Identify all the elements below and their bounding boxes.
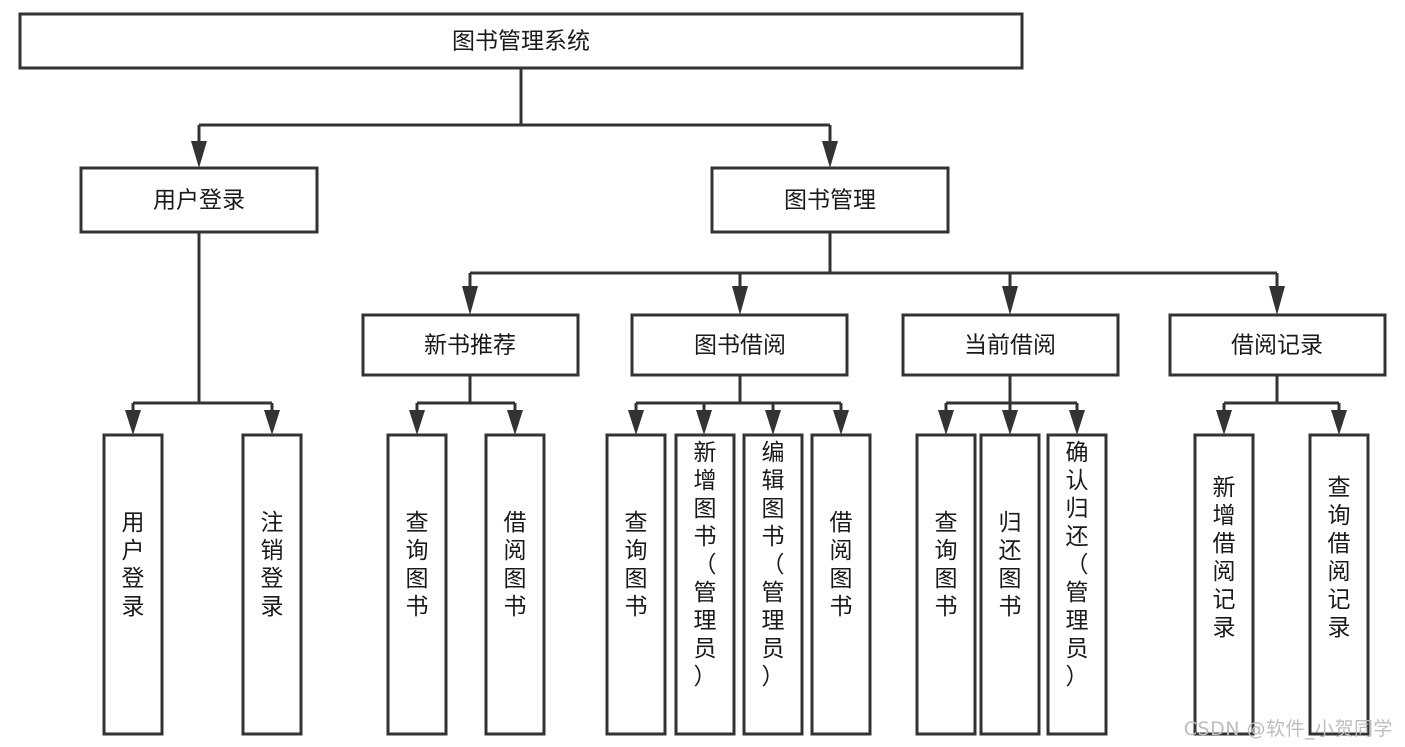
csdn-watermark: CSDN @软件_小贺同学 xyxy=(1183,718,1393,740)
node-leaf-add-record-box[interactable] xyxy=(1193,433,1255,736)
arrow-head-leaf-borrow-book-1 xyxy=(507,410,523,435)
node-book-borrow-box[interactable] xyxy=(630,313,849,377)
arrow-head-leaf-query-book-3 xyxy=(938,410,954,435)
node-leaf-query-book-3[interactable]: 查询图书 xyxy=(915,433,977,736)
node-leaf-add-book[interactable]: 新增图书（管理员） xyxy=(674,433,736,736)
node-book-manage-box[interactable] xyxy=(710,166,950,234)
node-book-manage-label: 图书管理 xyxy=(784,188,876,214)
arrow-head-user-login xyxy=(191,141,207,168)
node-leaf-query-record[interactable]: 查询借阅记录 xyxy=(1308,433,1370,736)
node-leaf-user-login-box[interactable] xyxy=(102,433,164,736)
node-leaf-return-book-box[interactable] xyxy=(979,433,1041,736)
node-current-borrow-box[interactable] xyxy=(901,313,1120,377)
node-leaf-confirm-return-label: 确认归还（管理员） xyxy=(1066,440,1089,690)
node-user-login[interactable]: 用户登录 xyxy=(79,166,319,234)
node-leaf-user-login-label: 用户登录 xyxy=(122,510,145,620)
arrow-head-leaf-confirm-return xyxy=(1069,410,1085,435)
node-current-borrow-label: 当前借阅 xyxy=(964,333,1056,359)
node-leaf-add-book-label: 新增图书（管理员） xyxy=(694,440,717,690)
node-leaf-return-book-label: 归还图书 xyxy=(999,510,1022,620)
node-leaf-query-book-3-box[interactable] xyxy=(915,433,977,736)
node-leaf-borrow-book-2-label: 借阅图书 xyxy=(830,510,853,620)
node-leaf-query-book-2-box[interactable] xyxy=(605,433,667,736)
arrow-head-leaf-return-book xyxy=(1002,410,1018,435)
arrow-head-leaf-query-book-2 xyxy=(628,410,644,435)
node-leaf-query-book-3-label: 查询图书 xyxy=(935,510,958,620)
node-book-borrow[interactable]: 图书借阅 xyxy=(630,313,849,377)
node-user-login-box[interactable] xyxy=(79,166,319,234)
node-borrow-record-box[interactable] xyxy=(1168,313,1387,377)
arrow-head-borrow-record xyxy=(1269,286,1285,315)
node-book-manage[interactable]: 图书管理 xyxy=(710,166,950,234)
arrow-head-leaf-query-record xyxy=(1331,410,1347,435)
node-leaf-query-book-1-label: 查询图书 xyxy=(406,510,429,620)
arrow-head-leaf-borrow-book-2 xyxy=(833,410,849,435)
arrow-head-leaf-edit-book xyxy=(765,410,781,435)
node-book-borrow-label: 图书借阅 xyxy=(694,333,786,359)
arrow-head-new-book-recommend xyxy=(462,286,478,315)
arrow-head-leaf-query-book-1 xyxy=(409,410,425,435)
node-new-book-recommend-box[interactable] xyxy=(361,313,580,377)
node-user-login-label: 用户登录 xyxy=(153,188,245,214)
arrow-head-leaf-user-login xyxy=(125,410,141,435)
node-leaf-add-book-box[interactable] xyxy=(674,433,736,736)
node-leaf-edit-book[interactable]: 编辑图书（管理员） xyxy=(742,433,804,736)
arrow-head-current-borrow xyxy=(1002,286,1018,315)
node-leaf-edit-book-box[interactable] xyxy=(742,433,804,736)
node-leaf-borrow-book-1-label: 借阅图书 xyxy=(504,510,527,620)
arrow-head-book-manage xyxy=(822,141,838,168)
node-leaf-add-record[interactable]: 新增借阅记录 xyxy=(1193,433,1255,736)
node-leaf-query-book-1-box[interactable] xyxy=(386,433,448,736)
node-borrow-record-label: 借阅记录 xyxy=(1231,333,1323,359)
node-current-borrow[interactable]: 当前借阅 xyxy=(901,313,1120,377)
node-new-book-recommend-label: 新书推荐 xyxy=(424,333,516,359)
node-leaf-confirm-return-box[interactable] xyxy=(1046,433,1108,736)
node-leaf-query-record-box[interactable] xyxy=(1308,433,1370,736)
node-leaf-logout-login-label: 注销登录 xyxy=(261,510,284,620)
node-new-book-recommend[interactable]: 新书推荐 xyxy=(361,313,580,377)
node-leaf-query-book-1[interactable]: 查询图书 xyxy=(386,433,448,736)
node-leaf-borrow-book-1-box[interactable] xyxy=(484,433,546,736)
connector-layer xyxy=(125,68,1347,435)
arrow-head-leaf-add-record xyxy=(1216,410,1232,435)
node-leaf-logout-login-box[interactable] xyxy=(241,433,303,736)
node-root-box[interactable] xyxy=(18,12,1024,70)
arrow-head-leaf-logout-login xyxy=(264,410,280,435)
node-leaf-logout-login[interactable]: 注销登录 xyxy=(241,433,303,736)
node-leaf-confirm-return[interactable]: 确认归还（管理员） xyxy=(1046,433,1108,736)
node-leaf-query-book-2[interactable]: 查询图书 xyxy=(605,433,667,736)
node-leaf-user-login[interactable]: 用户登录 xyxy=(102,433,164,736)
node-root-label: 图书管理系统 xyxy=(452,29,590,55)
node-leaf-return-book[interactable]: 归还图书 xyxy=(979,433,1041,736)
node-borrow-record[interactable]: 借阅记录 xyxy=(1168,313,1387,377)
node-leaf-query-record-label: 查询借阅记录 xyxy=(1328,475,1351,641)
node-root[interactable]: 图书管理系统 xyxy=(18,12,1024,70)
node-leaf-edit-book-label: 编辑图书（管理员） xyxy=(762,440,785,690)
arrow-head-leaf-add-book xyxy=(696,410,712,435)
node-leaf-borrow-book-2[interactable]: 借阅图书 xyxy=(810,433,872,736)
node-leaf-borrow-book-2-box[interactable] xyxy=(810,433,872,736)
arrow-head-book-borrow xyxy=(732,286,748,315)
node-leaf-query-book-2-label: 查询图书 xyxy=(625,510,648,620)
node-leaf-borrow-book-1[interactable]: 借阅图书 xyxy=(484,433,546,736)
node-leaf-add-record-label: 新增借阅记录 xyxy=(1213,475,1236,641)
